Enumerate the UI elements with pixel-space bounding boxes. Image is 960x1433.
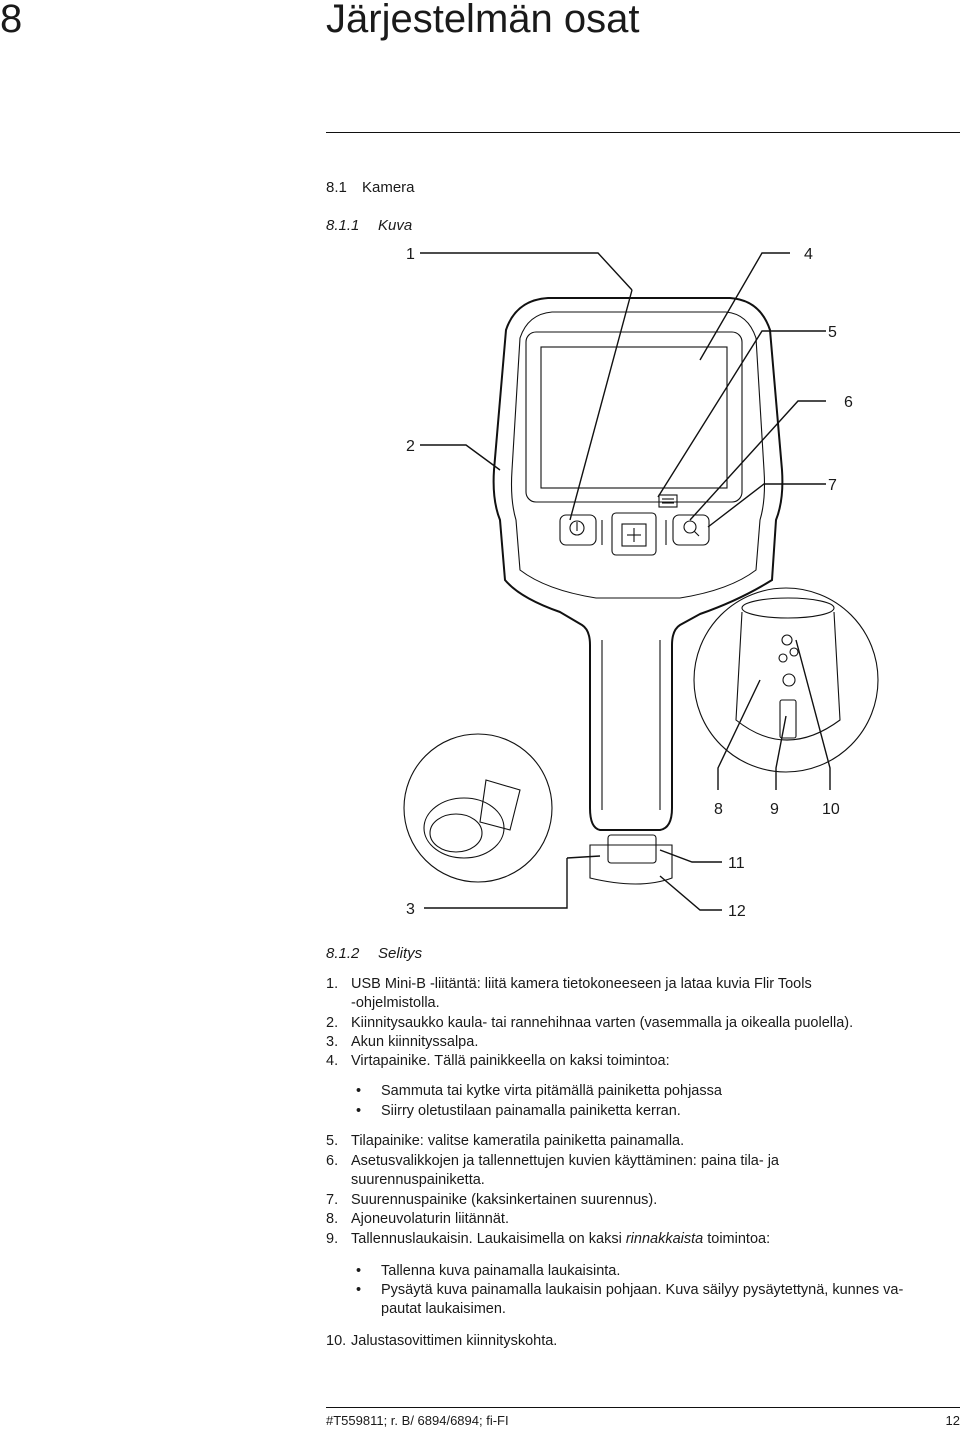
- callout-1: 1: [406, 246, 415, 263]
- legend-item-4-bullet-2: •Siirry oletustilaan painamalla painiket…: [356, 1103, 681, 1119]
- callout-2: 2: [406, 438, 415, 455]
- section-number: 8.1.2: [326, 945, 360, 962]
- legend-item-9: 9.Tallennuslaukaisin. Laukaisimella on k…: [326, 1231, 771, 1247]
- chapter-number: 8: [0, 0, 23, 41]
- detail-view-side: [403, 733, 553, 883]
- power-button: [559, 514, 597, 546]
- camera-head-inner: [510, 311, 766, 599]
- callout-5: 5: [828, 324, 837, 341]
- chapter-title: Järjestelmän osat: [326, 0, 640, 41]
- callout-6: 6: [844, 394, 853, 411]
- section-heading-legend: 8.1.2 Selitys: [326, 945, 422, 963]
- display-screen: [540, 346, 728, 489]
- callout-11: 11: [728, 855, 745, 872]
- legend-item-6: 6.Asetusvalikkojen ja tallennettujen kuv…: [326, 1153, 779, 1169]
- callout-12: 12: [728, 903, 746, 920]
- legend-item-8: 8.Ajoneuvolaturin liitännät.: [326, 1211, 509, 1227]
- section-title: Kamera: [362, 179, 415, 196]
- camera-body-outline: [492, 297, 784, 831]
- callout-10: 10: [822, 801, 840, 818]
- callout-8: 8: [714, 801, 723, 818]
- section-title: Selitys: [378, 945, 423, 962]
- chapter-divider: [326, 132, 960, 133]
- display-bezel: [525, 331, 743, 503]
- power-icon: [569, 520, 585, 536]
- detail-view-bottom: [693, 587, 879, 773]
- zoom-button: [672, 514, 710, 546]
- section-number: 8.1: [326, 179, 347, 196]
- callout-4: 4: [804, 246, 813, 263]
- legend-item-1-cont: -ohjelmistolla.: [351, 995, 440, 1011]
- zoom-icon: [683, 520, 697, 534]
- legend-item-4-bullet-1: •Sammuta tai kytke virta pitämällä paini…: [356, 1083, 722, 1099]
- legend-item-6-cont: suurennuspainiketta.: [351, 1172, 485, 1188]
- legend-item-9-bullet-2-cont: pautat laukaisimen.: [381, 1301, 506, 1317]
- footer-divider: [326, 1407, 960, 1408]
- callout-7: 7: [828, 477, 837, 494]
- legend-item-4: 4.Virtapainike. Tällä painikkeella on ka…: [326, 1053, 670, 1069]
- callout-3: 3: [406, 901, 415, 918]
- footer-doc-id: #T559811; r. B/ 6894/6894; fi-FI: [326, 1413, 509, 1428]
- page-number: 12: [945, 1413, 960, 1428]
- legend-item-1: 1.USB Mini-B -liitäntä: liitä kamera tie…: [326, 976, 812, 992]
- section-title: Kuva: [378, 217, 413, 234]
- legend-item-9-bullet-1: •Tallenna kuva painamalla laukaisinta.: [356, 1263, 621, 1279]
- legend-item-7: 7.Suurennuspainike (kaksinkertainen suur…: [326, 1192, 658, 1208]
- legend-item-5: 5.Tilapainike: valitse kameratila painik…: [326, 1133, 685, 1149]
- battery-latch: [607, 834, 657, 864]
- legend-item-10: 10.Jalustasovittimen kiinnityskohta.: [326, 1333, 558, 1349]
- section-heading-camera: 8.1 Kamera: [326, 179, 415, 197]
- camera-illustration: 1 2 3 4 5 6 7 8 9 10 11 12: [403, 246, 879, 920]
- section-heading-image: 8.1.1 Kuva: [326, 217, 412, 235]
- legend-item-9-bullet-2: •Pysäytä kuva painamalla laukaisin pohja…: [356, 1282, 904, 1298]
- mode-button: [611, 512, 657, 556]
- legend-item-3: 3.Akun kiinnityssalpa.: [326, 1034, 479, 1050]
- callout-9: 9: [770, 801, 779, 818]
- legend-item-2: 2.Kiinnitysaukko kaula- tai rannehihnaa …: [326, 1015, 854, 1031]
- menu-icon: [658, 494, 678, 508]
- section-number: 8.1.1: [326, 217, 360, 234]
